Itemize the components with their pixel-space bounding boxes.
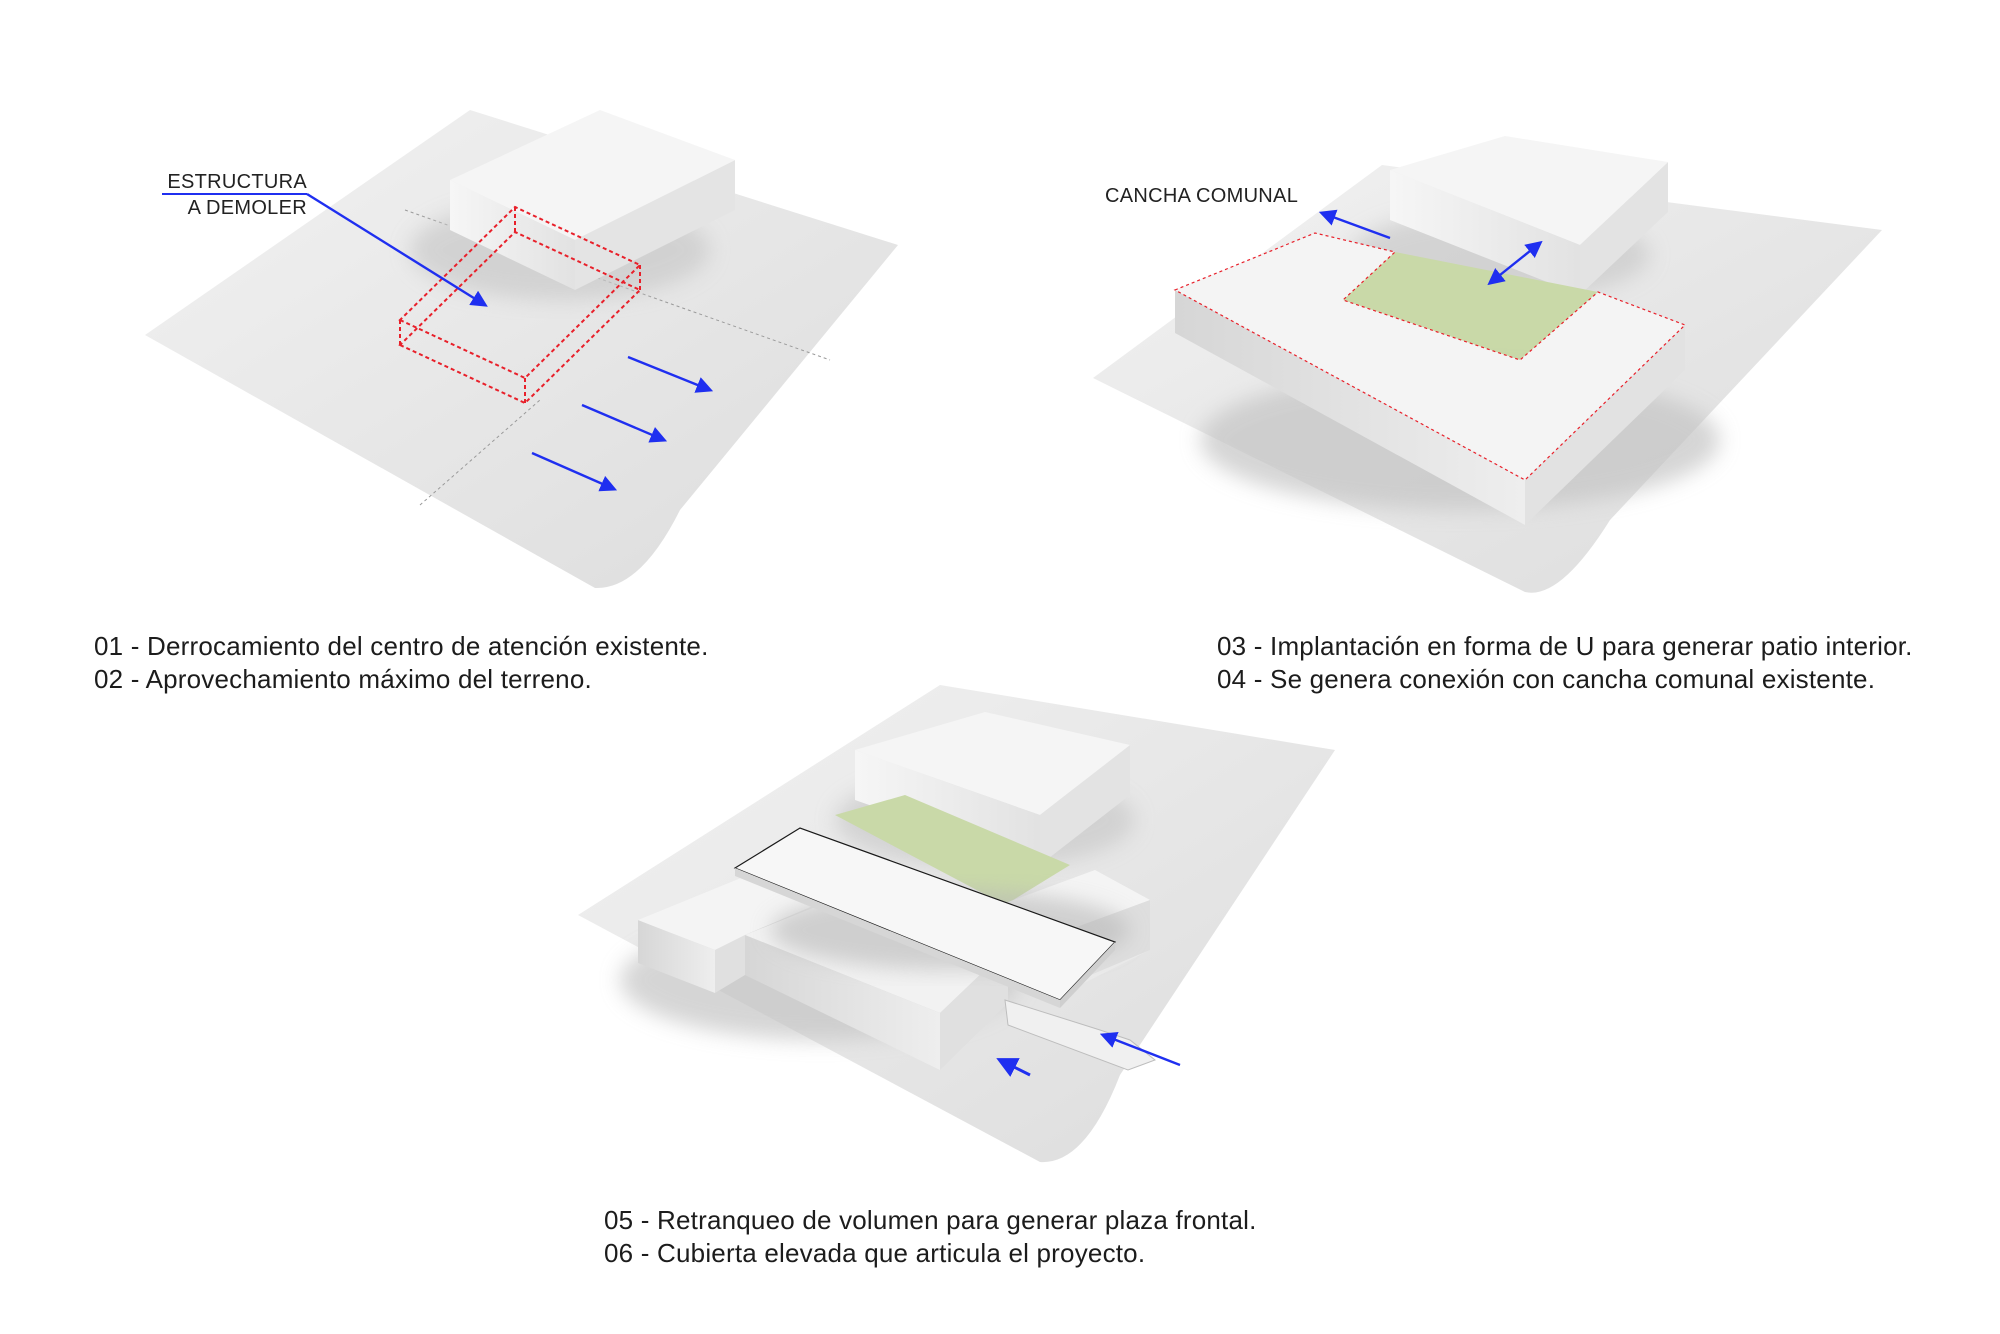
expansion-arrow-2: [581, 403, 668, 443]
interior-patio-3: [835, 795, 1070, 905]
caption-3: 05 - Retranqueo de volumen para generar …: [604, 1204, 1257, 1270]
label-a-demoler: A DEMOLER: [188, 197, 307, 219]
caption-1-line-1: 01 - Derrocamiento del centro de atenció…: [94, 631, 709, 661]
demolish-structure-outline: [398, 205, 642, 405]
demolish-arrow: [306, 192, 488, 307]
diagram-1: ESTRUCTURA A DEMOLER: [145, 110, 898, 589]
expansion-arrow-3: [531, 451, 618, 492]
label-estructura: ESTRUCTURA: [167, 171, 307, 193]
caption-2-line-1: 03 - Implantación en forma de U para gen…: [1217, 631, 1913, 661]
u-shaped-building: [1173, 232, 1720, 525]
caption-3-line-1: 05 - Retranqueo de volumen para generar …: [604, 1205, 1257, 1235]
plaza-arrow: [1099, 1032, 1181, 1067]
entry-arrow: [996, 1058, 1031, 1077]
interior-patio: [1343, 252, 1598, 360]
cancha-arrow: [1318, 209, 1391, 240]
lot-line-2: [419, 399, 541, 506]
diagram-3: [578, 685, 1335, 1163]
caption-2-line-2: 04 - Se genera conexión con cancha comun…: [1217, 664, 1876, 694]
diagram-2: CANCHA COMUNAL: [1093, 136, 1882, 593]
connection-arrow: [1487, 240, 1543, 286]
front-plaza-strip: [1004, 999, 1157, 1071]
expansion-arrow-1: [627, 355, 714, 393]
caption-3-line-2: 06 - Cubierta elevada que articula el pr…: [604, 1238, 1146, 1268]
caption-1: 01 - Derrocamiento del centro de atenció…: [94, 630, 709, 696]
site-plane-1: [145, 110, 898, 589]
label-cancha-comunal: CANCHA COMUNAL: [1105, 185, 1298, 207]
caption-1-line-2: 02 - Aprovechamiento máximo del terreno.: [94, 664, 592, 694]
caption-2: 03 - Implantación en forma de U para gen…: [1217, 630, 1913, 696]
neighbor-block-1: [410, 110, 735, 300]
elevated-roof: [733, 827, 1130, 1008]
